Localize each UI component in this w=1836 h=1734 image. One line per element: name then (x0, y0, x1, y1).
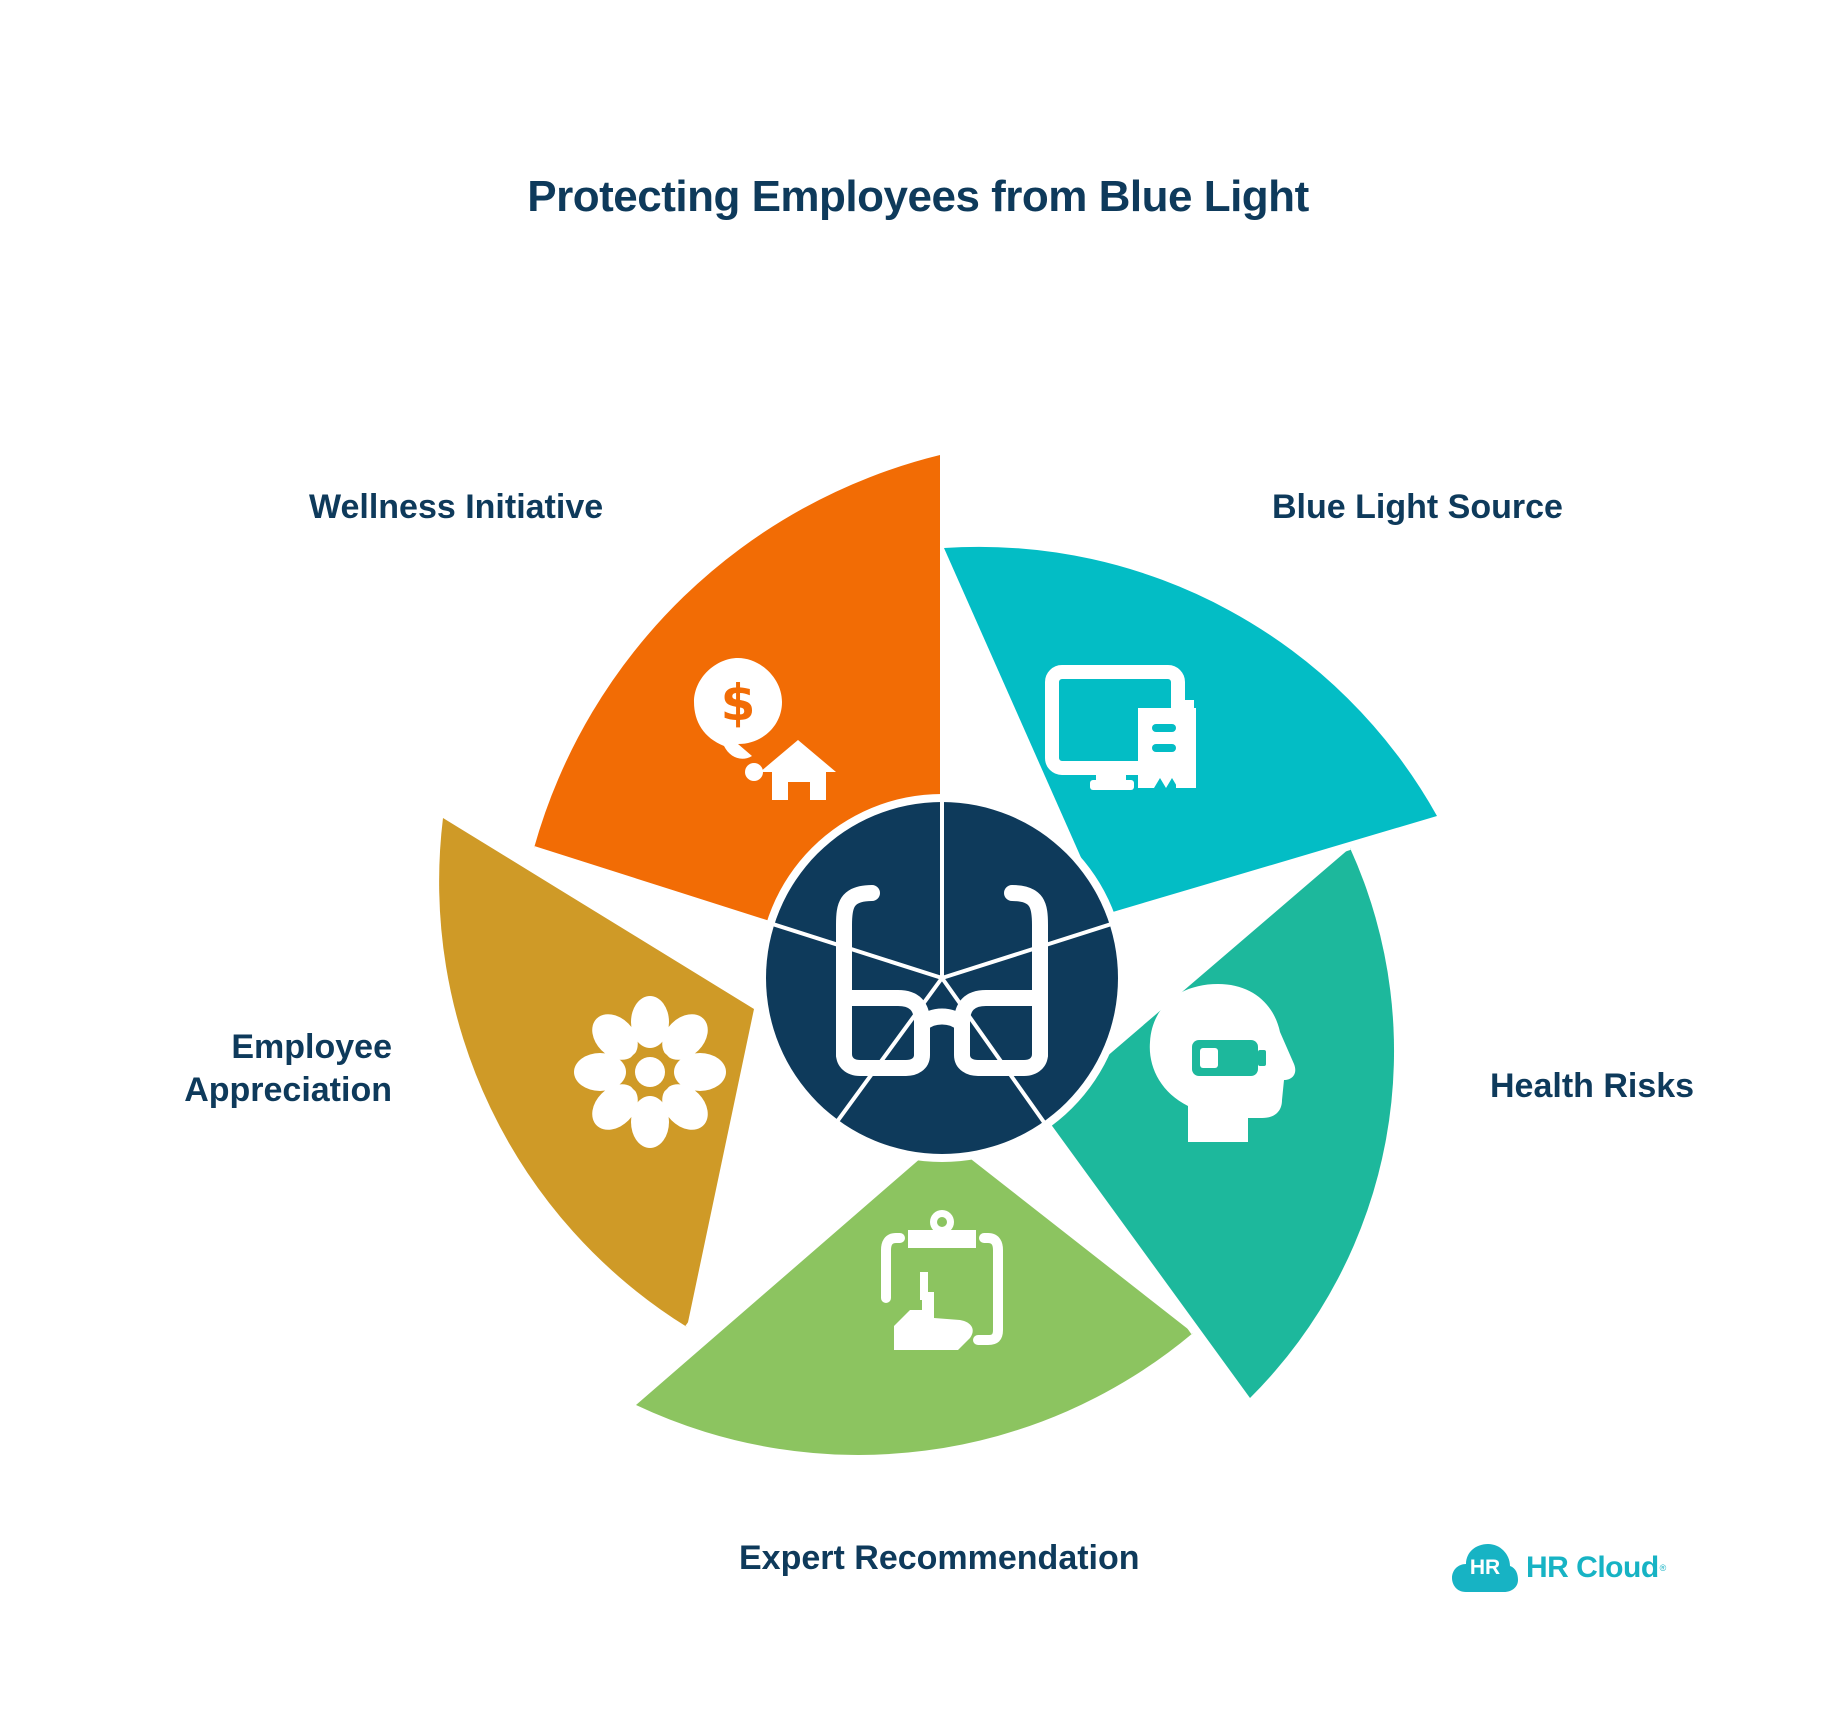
segment-separators (533, 548, 1351, 1335)
label-blue-light-source: Blue Light Source (1272, 488, 1563, 526)
label-wellness-initiative: Wellness Initiative (309, 488, 604, 526)
logo-mark: HR (1469, 1556, 1501, 1579)
flower-icon (574, 996, 726, 1148)
center-ring (759, 795, 1125, 1161)
head-battery-icon (1149, 984, 1296, 1142)
label-employee-appreciation: Employee Appreciation (184, 1028, 392, 1109)
logo-text: HR Cloud (1526, 1551, 1659, 1584)
dollar-house-icon: $ (694, 658, 836, 800)
hr-cloud-logo: HR HR Cloud ® (1452, 1540, 1666, 1596)
glasses-icon (836, 885, 1048, 1076)
label-health-risks: Health Risks (1490, 1067, 1695, 1105)
svg-text:$: $ (721, 674, 756, 732)
label-expert-recommendation: Expert Recommendation (739, 1539, 1140, 1577)
page-title: Protecting Employees from Blue Light (527, 172, 1309, 221)
segment-expert-recommendation (636, 1138, 1193, 1455)
logo-registered: ® (1659, 1563, 1667, 1573)
clipboard-hand-icon (881, 1210, 1003, 1350)
monitor-document-icon (1045, 665, 1196, 790)
cloud-icon: HR (1452, 1542, 1518, 1594)
